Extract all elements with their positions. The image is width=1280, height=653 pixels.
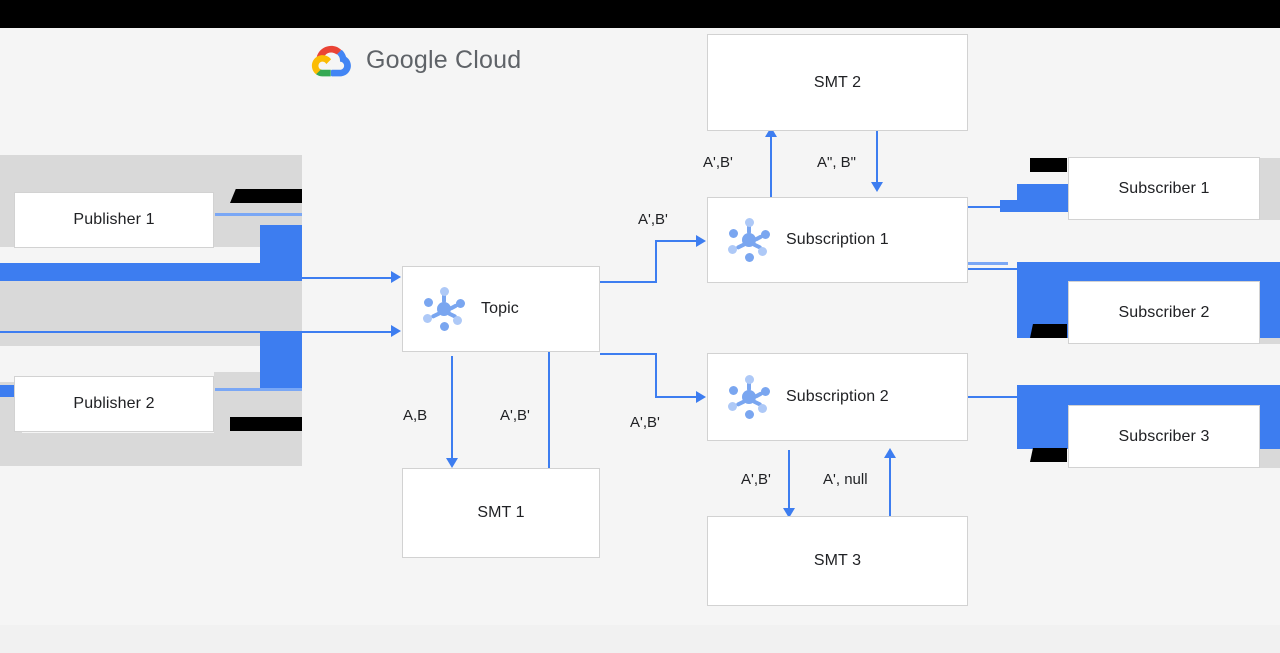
edge-label-topic-to-sub2: A',B' bbox=[630, 414, 660, 431]
node-smt-1-label: SMT 1 bbox=[477, 504, 525, 521]
edge-publisher1-to-topic-b bbox=[297, 277, 393, 279]
pubsub-hub-icon bbox=[726, 217, 772, 263]
edge-topic-to-sub2-v bbox=[655, 353, 657, 397]
pubsub-hub-icon bbox=[726, 374, 772, 420]
node-publisher-2-label: Publisher 2 bbox=[73, 395, 155, 412]
pubsub-hub-icon bbox=[421, 286, 467, 332]
node-smt-3-label: SMT 3 bbox=[813, 552, 862, 569]
glitch-blue-block-left-2 bbox=[260, 333, 302, 391]
edge-smt1-to-topic bbox=[548, 330, 550, 468]
glitch-thin-line-left-1 bbox=[215, 213, 302, 216]
node-publisher-2[interactable]: Publisher 2 bbox=[14, 376, 214, 432]
google-cloud-logo-icon bbox=[310, 42, 354, 78]
google-cloud-logo-text: Google Cloud bbox=[366, 46, 521, 75]
node-publisher-1[interactable]: Publisher 1 bbox=[14, 192, 214, 248]
glitch-thin-line-left-2 bbox=[215, 388, 302, 391]
glitch-blue-block-left-1 bbox=[260, 225, 302, 281]
edge-label-smt2-to-sub1: A", B" bbox=[817, 154, 856, 171]
glitch-gray-block-left-4 bbox=[0, 281, 302, 346]
glitch-black-bar-right-2 bbox=[1030, 324, 1067, 338]
edge-sub1-to-subscriber2 bbox=[968, 268, 1280, 270]
node-topic[interactable]: Topic bbox=[402, 266, 600, 352]
edge-label-topic-to-sub1: A',B' bbox=[638, 211, 668, 228]
glitch-blue-band-left bbox=[0, 263, 302, 281]
glitch-blue-block-left-3 bbox=[0, 385, 14, 397]
arrowhead-smt3-to-sub2 bbox=[884, 448, 896, 458]
node-subscription-1-label: Subscription 1 bbox=[786, 231, 889, 248]
page-footer-strip bbox=[0, 625, 1280, 653]
node-publisher-1-label: Publisher 1 bbox=[73, 211, 155, 228]
node-smt-2-label: SMT 2 bbox=[813, 73, 862, 91]
edge-topic-to-sub1-h2 bbox=[655, 240, 698, 242]
edge-label-smt3-to-sub2: A', null bbox=[823, 471, 868, 488]
edge-label-smt1-to-topic: A',B' bbox=[500, 407, 530, 424]
edge-sub1-to-subscriber1 bbox=[968, 206, 1068, 208]
brand-word-cloud: Cloud bbox=[454, 45, 522, 74]
edge-smt2-to-sub1 bbox=[876, 131, 878, 184]
glitch-black-bar-left-2 bbox=[230, 417, 302, 431]
glitch-black-bar-right-3 bbox=[1030, 448, 1067, 462]
node-smt-1[interactable]: SMT 1 bbox=[402, 468, 600, 558]
arrowhead-topic-to-sub1 bbox=[696, 235, 706, 247]
edge-publisher1-to-topic bbox=[0, 277, 297, 279]
edge-label-topic-to-smt1: A,B bbox=[403, 407, 428, 424]
edge-label-sub1-to-smt2: A',B' bbox=[703, 154, 733, 171]
node-subscriber-1[interactable]: Subscriber 1 bbox=[1068, 157, 1260, 220]
edge-topic-to-sub1-v bbox=[655, 240, 657, 283]
node-smt-2[interactable]: SMT 2 bbox=[707, 34, 968, 131]
node-subscription-2[interactable]: Subscription 2 bbox=[707, 353, 968, 441]
edge-publisher2-to-topic bbox=[0, 331, 393, 333]
glitch-black-bar-right-1 bbox=[1030, 158, 1067, 172]
arrowhead-publisher2-to-topic bbox=[391, 325, 401, 337]
edge-topic-to-sub2-h2 bbox=[655, 396, 698, 398]
arrowhead-topic-to-sub2 bbox=[696, 391, 706, 403]
brand-word-google: Google bbox=[366, 45, 448, 74]
arrowhead-publisher1-to-topic bbox=[391, 271, 401, 283]
edge-topic-to-sub1-h1 bbox=[600, 281, 657, 283]
edge-smt3-to-sub2 bbox=[889, 457, 891, 517]
arrowhead-topic-to-smt1 bbox=[446, 458, 458, 468]
edge-label-sub2-to-smt3: A',B' bbox=[741, 471, 771, 488]
node-subscription-1[interactable]: Subscription 1 bbox=[707, 197, 968, 283]
edge-topic-to-sub2-h1 bbox=[600, 353, 657, 355]
node-subscriber-2-label: Subscriber 2 bbox=[1118, 303, 1210, 321]
node-subscriber-2[interactable]: Subscriber 2 bbox=[1068, 281, 1260, 344]
arrowhead-sub2-to-smt3 bbox=[783, 508, 795, 518]
node-topic-label: Topic bbox=[481, 300, 519, 317]
arrowhead-smt2-to-sub1 bbox=[871, 182, 883, 192]
arrowhead-sub1-to-smt2 bbox=[765, 127, 777, 137]
glitch-gray-block-left-8 bbox=[0, 433, 302, 466]
edge-sub2-to-smt3 bbox=[788, 450, 790, 510]
glitch-thin-line-right-1 bbox=[968, 262, 1008, 265]
node-subscriber-1-label: Subscriber 1 bbox=[1118, 179, 1210, 197]
top-black-bar bbox=[0, 0, 1280, 28]
node-subscriber-3-label: Subscriber 3 bbox=[1118, 427, 1210, 445]
google-cloud-logo: Google Cloud bbox=[310, 42, 521, 78]
glitch-black-bar-left-1 bbox=[230, 189, 302, 203]
node-subscription-2-label: Subscription 2 bbox=[786, 388, 889, 405]
edge-sub2-to-subscriber3 bbox=[968, 396, 1280, 398]
node-smt-3[interactable]: SMT 3 bbox=[707, 516, 968, 606]
glitch-gray-block-right-1 bbox=[1260, 158, 1280, 220]
edge-topic-to-smt1 bbox=[451, 356, 453, 460]
node-subscriber-3[interactable]: Subscriber 3 bbox=[1068, 405, 1260, 468]
edge-sub1-to-smt2 bbox=[770, 136, 772, 198]
